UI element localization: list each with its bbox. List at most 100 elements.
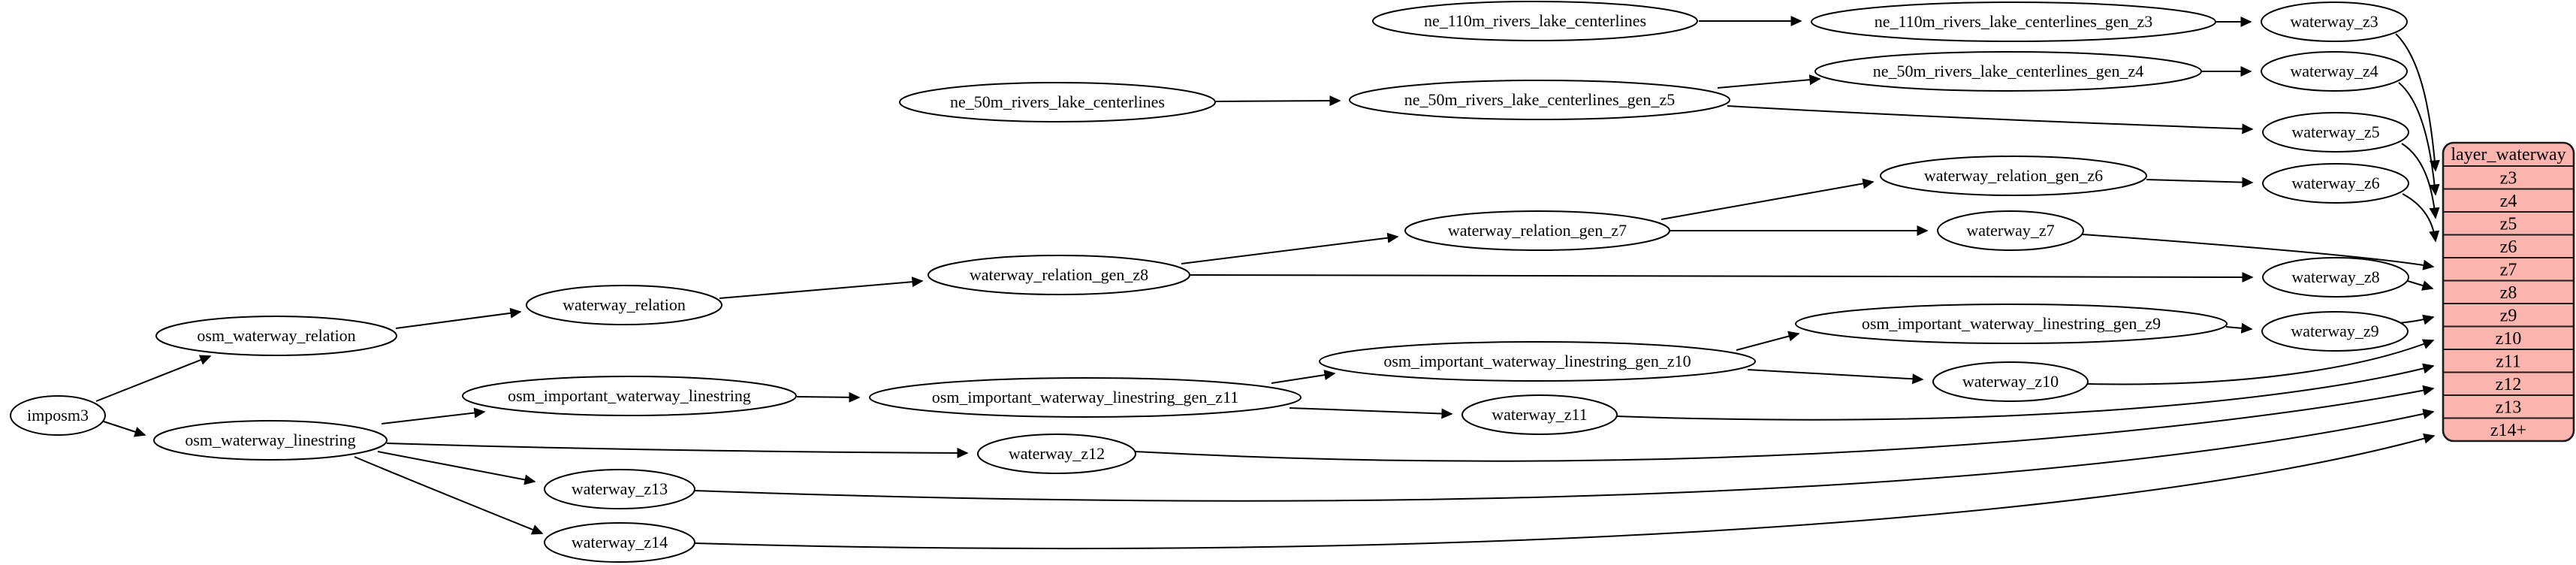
edge-osm-waterway-relation-to-waterway-relation bbox=[395, 307, 522, 329]
node-shape bbox=[10, 395, 106, 436]
node-shape bbox=[462, 376, 797, 416]
node-label: ne_110m_rivers_lake_centerlines_gen_z3 bbox=[1875, 12, 2153, 31]
record-row-z4: z4 bbox=[2500, 192, 2517, 211]
node-waterway-z7: waterway_z7 bbox=[1937, 210, 2084, 251]
edge-waterway-z11-to-row-z11 bbox=[1616, 363, 2435, 421]
edge-waterway-z9-to-row-z9 bbox=[2399, 314, 2435, 325]
node-shape bbox=[2261, 311, 2409, 352]
node-label: osm_waterway_linestring bbox=[185, 431, 355, 449]
record-row-z5: z5 bbox=[2500, 215, 2517, 234]
node-label: waterway_relation bbox=[563, 295, 686, 314]
node-waterway-relation-gen-z7: waterway_relation_gen_z7 bbox=[1404, 210, 1670, 251]
node-waterway-z11: waterway_z11 bbox=[1461, 394, 1618, 435]
node-shape bbox=[1795, 304, 2228, 344]
node-shape bbox=[1814, 51, 2202, 92]
node-waterway-z14: waterway_z14 bbox=[544, 522, 695, 563]
node-label: waterway_z9 bbox=[2291, 322, 2378, 340]
record-row-z10: z10 bbox=[2496, 329, 2522, 349]
record-row-z9: z9 bbox=[2500, 307, 2517, 326]
edge-waterway-z3-to-row-z3 bbox=[2395, 33, 2440, 172]
node-label: waterway_z11 bbox=[1492, 405, 1587, 424]
edge-waterway-z13-to-row-z13 bbox=[694, 409, 2435, 502]
node-osm-important-waterway-linestring-gen-z11: osm_important_waterway_linestring_gen_z1… bbox=[869, 377, 1302, 418]
node-shape bbox=[1880, 156, 2147, 196]
record-row-z11: z11 bbox=[2496, 352, 2521, 372]
edge-gen-z5-to-gen-z4 bbox=[1717, 74, 1821, 89]
node-shape bbox=[869, 377, 1302, 418]
edge-gen-z6-to-waterway-z6 bbox=[2146, 177, 2254, 188]
node-label: waterway_z14 bbox=[572, 533, 668, 551]
node-shape bbox=[2262, 112, 2409, 153]
node-waterway-z3: waterway_z3 bbox=[2261, 2, 2408, 42]
node-label: osm_waterway_relation bbox=[197, 326, 355, 345]
node-shape bbox=[1811, 2, 2216, 42]
node-shape bbox=[153, 420, 388, 461]
edge-imposm3-to-osm-waterway-relation bbox=[95, 355, 212, 402]
record-box bbox=[2442, 141, 2575, 443]
edge-waterway-z7-to-row-z7 bbox=[2082, 234, 2435, 270]
edge-gen-z7-to-gen-z6 bbox=[1661, 178, 1875, 220]
edge-waterway-z12-to-row-z12 bbox=[1135, 385, 2435, 462]
edge-gen-z10-to-waterway-z10 bbox=[1747, 369, 1924, 385]
node-ne-50m-rivers-lake-centerlines-gen-z4: ne_50m_rivers_lake_centerlines_gen_z4 bbox=[1814, 51, 2202, 92]
node-ne-110m-rivers-lake-centerlines: ne_110m_rivers_lake_centerlines bbox=[1372, 1, 1698, 41]
node-waterway-z8: waterway_z8 bbox=[2262, 257, 2409, 298]
node-waterway-relation-gen-z8: waterway_relation_gen_z8 bbox=[928, 255, 1190, 295]
node-waterway-z10: waterway_z10 bbox=[1932, 361, 2089, 402]
node-shape bbox=[544, 469, 695, 509]
node-shape bbox=[2262, 163, 2409, 204]
edge-imposm3-to-osm-waterway-linestring bbox=[103, 421, 146, 437]
node-label: ne_50m_rivers_lake_centerlines bbox=[950, 92, 1165, 111]
node-osm-waterway-linestring: osm_waterway_linestring bbox=[153, 420, 388, 461]
node-shape bbox=[2262, 257, 2409, 298]
record-row-z12: z12 bbox=[2496, 375, 2522, 394]
edge-gen-z11-to-gen-z10 bbox=[1271, 370, 1336, 384]
edge-layer bbox=[95, 15, 2440, 550]
node-shape bbox=[1372, 1, 1698, 41]
node-osm-important-waterway-linestring-gen-z10: osm_important_waterway_linestring_gen_z1… bbox=[1319, 341, 1756, 382]
node-label: waterway_z8 bbox=[2291, 267, 2379, 286]
node-label: osm_important_waterway_linestring_gen_z9 bbox=[1862, 314, 2161, 333]
node-label: waterway_z10 bbox=[1962, 372, 2059, 391]
edge-gen-z9-to-waterway-z9 bbox=[2225, 322, 2253, 334]
node-shape bbox=[2261, 51, 2408, 92]
node-label: waterway_relation_gen_z7 bbox=[1448, 221, 1627, 240]
node-label: waterway_z4 bbox=[2290, 62, 2378, 80]
node-waterway-z6: waterway_z6 bbox=[2262, 163, 2409, 204]
node-waterway-z13: waterway_z13 bbox=[544, 469, 695, 509]
node-shape bbox=[1932, 361, 2089, 402]
record-row-z3: z3 bbox=[2500, 169, 2517, 189]
node-label: waterway_z13 bbox=[572, 479, 668, 498]
record-title: layer_waterway bbox=[2451, 145, 2565, 165]
node-shape bbox=[1404, 210, 1670, 251]
node-label: waterway_z6 bbox=[2291, 174, 2379, 192]
edge-gen-z5-to-waterway-z5 bbox=[1727, 105, 2254, 134]
record-row-z13: z13 bbox=[2496, 398, 2522, 418]
node-label: imposm3 bbox=[27, 406, 89, 425]
edge-osm-waterway-linestring-to-waterway-z14 bbox=[354, 456, 544, 535]
node-label: osm_important_waterway_linestring bbox=[508, 386, 751, 405]
record-row-z14plus: z14+ bbox=[2490, 421, 2526, 440]
edge-gen-z11-to-waterway-z11 bbox=[1289, 407, 1453, 419]
node-shape bbox=[1937, 210, 2084, 251]
node-label: ne_50m_rivers_lake_centerlines_gen_z5 bbox=[1404, 90, 1675, 109]
node-waterway-z12: waterway_z12 bbox=[977, 434, 1136, 474]
edge-waterway-z6-to-row-z6 bbox=[2402, 193, 2440, 243]
node-label: ne_110m_rivers_lake_centerlines bbox=[1424, 11, 1646, 30]
node-label: waterway_z5 bbox=[2291, 122, 2379, 141]
node-osm-important-waterway-linestring: osm_important_waterway_linestring bbox=[462, 376, 797, 416]
node-waterway-z9: waterway_z9 bbox=[2261, 311, 2409, 352]
node-shape bbox=[1461, 394, 1618, 435]
record-layer-waterway: layer_waterway z3 z4 z5 z6 z7 z8 z9 z10 … bbox=[2442, 141, 2575, 443]
edge-osm-waterway-linestring-to-osm-important bbox=[381, 407, 486, 425]
node-shape bbox=[2261, 2, 2408, 42]
node-ne-110m-rivers-lake-centerlines-gen-z3: ne_110m_rivers_lake_centerlines_gen_z3 bbox=[1811, 2, 2216, 42]
edge-gen-z10-to-gen-z9 bbox=[1736, 331, 1800, 351]
node-shape bbox=[1349, 80, 1730, 120]
node-label: osm_important_waterway_linestring_gen_z1… bbox=[1383, 352, 1691, 370]
edge-gen-z8-to-gen-z7 bbox=[1181, 232, 1399, 264]
edge-waterway-z5-to-row-z5 bbox=[2401, 143, 2440, 219]
edge-waterway-z4-to-row-z4 bbox=[2398, 82, 2440, 196]
